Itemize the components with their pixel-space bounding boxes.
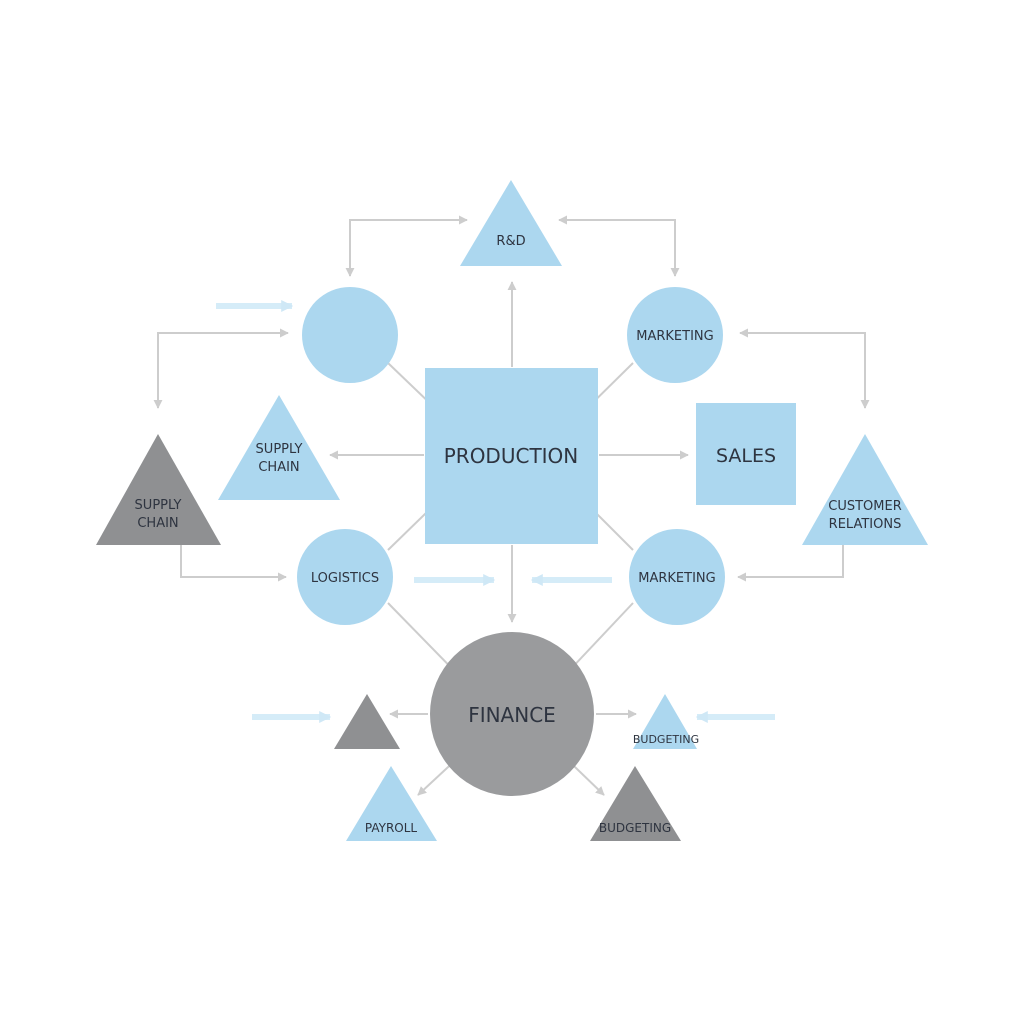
customer-relations-triangle — [802, 434, 928, 545]
logistics-circle — [297, 529, 393, 625]
node-customer-relations: CUSTOMER RELATIONS — [802, 434, 928, 545]
node-inner-supply-chain: SUPPLY CHAIN — [218, 395, 340, 500]
logistics-label: LOGISTICS — [311, 571, 379, 586]
inner-supply-chain-label-line1: SUPPLY — [256, 442, 303, 457]
node-production: PRODUCTION — [425, 368, 598, 544]
connector-outer-supply-to-logistics — [180, 545, 287, 582]
rnd-label: R&D — [496, 234, 525, 249]
node-top-left-circle — [302, 287, 398, 383]
budgeting-small-triangle — [633, 694, 697, 749]
customer-relations-label-line1: CUSTOMER — [828, 499, 901, 514]
node-payroll: PAYROLL — [346, 766, 437, 841]
connector-customer-to-bottom-marketing — [737, 545, 844, 582]
production-square — [425, 368, 598, 544]
flow-arrows — [216, 300, 775, 723]
inner-supply-chain-label-line2: CHAIN — [258, 460, 299, 475]
node-logistics: LOGISTICS — [297, 529, 393, 625]
budgeting-gray-triangle — [590, 766, 681, 841]
node-top-marketing: MARKETING — [627, 287, 723, 383]
production-label: PRODUCTION — [444, 444, 579, 468]
node-budgeting-gray: BUDGETING — [590, 766, 681, 841]
inner-supply-chain-triangle — [218, 395, 340, 500]
payroll-label: PAYROLL — [365, 821, 418, 835]
budgeting-small-label: BUDGETING — [633, 733, 699, 746]
node-bottom-marketing: MARKETING — [629, 529, 725, 625]
finance-circle — [430, 632, 594, 796]
outer-supply-chain-label-line1: SUPPLY — [135, 498, 182, 513]
top-marketing-circle — [627, 287, 723, 383]
connector-left-circle-to-outer-supply — [153, 328, 289, 409]
bottom-marketing-label: MARKETING — [638, 571, 715, 586]
connector-rnd-to-left-circle — [345, 215, 468, 277]
connector-rnd-to-top-marketing — [558, 215, 680, 277]
payroll-triangle — [346, 766, 437, 841]
top-marketing-label: MARKETING — [636, 329, 713, 344]
customer-relations-label-line2: RELATIONS — [829, 517, 902, 532]
bottom-marketing-circle — [629, 529, 725, 625]
rnd-triangle — [460, 180, 562, 266]
finance-label: FINANCE — [468, 703, 556, 727]
node-finance: FINANCE — [430, 632, 594, 796]
node-budgeting-small: BUDGETING — [633, 694, 699, 749]
node-outer-supply-chain: SUPPLY CHAIN — [96, 434, 221, 545]
node-sales: SALES — [696, 403, 796, 505]
outer-supply-chain-label-line2: CHAIN — [137, 516, 178, 531]
budgeting-gray-label: BUDGETING — [599, 821, 671, 835]
sales-label: SALES — [716, 445, 776, 467]
node-rnd: R&D — [460, 180, 562, 266]
sales-square — [696, 403, 796, 505]
node-small-gray-triangle — [334, 694, 400, 749]
connector-top-marketing-to-customer — [739, 328, 870, 409]
connectors — [153, 215, 870, 796]
outer-supply-chain-triangle — [96, 434, 221, 545]
